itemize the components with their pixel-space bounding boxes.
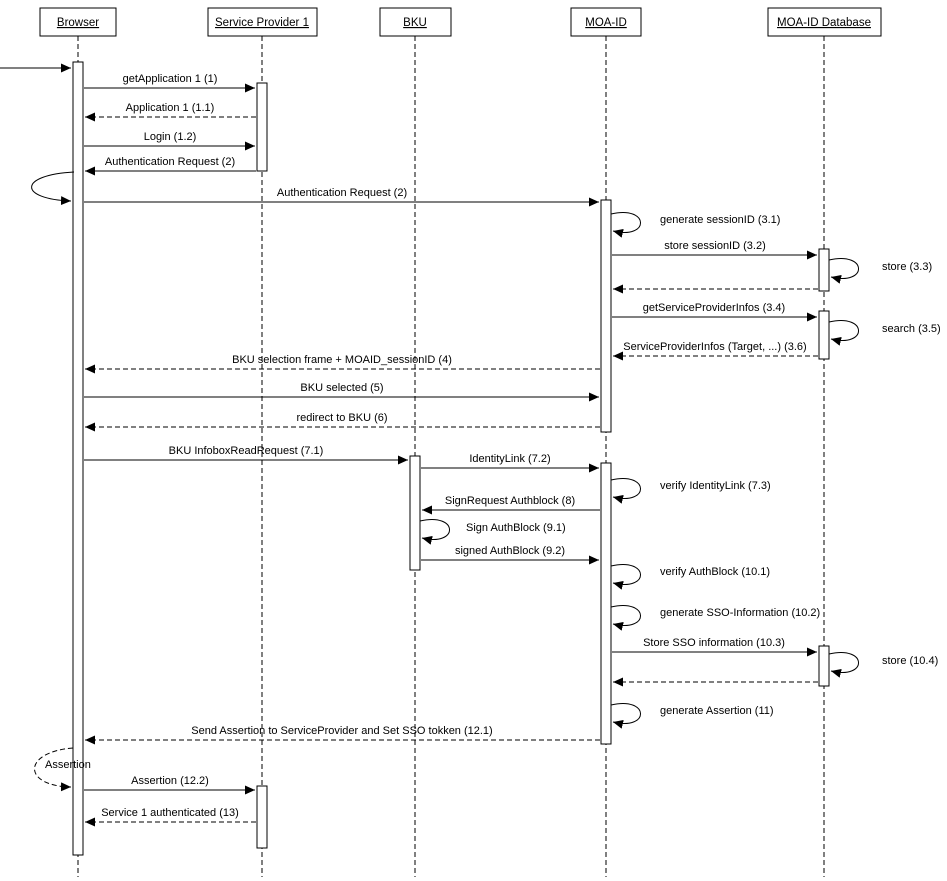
- message-label: Authentication Request (2): [105, 156, 235, 168]
- message-identitylink: IdentityLink (7.2): [421, 453, 599, 473]
- actor-box-moa-id: [570, 7, 642, 37]
- message-get-service-provider-infos: getServiceProviderInfos (3.4): [612, 302, 817, 322]
- activation-moa-id-second: [600, 462, 612, 745]
- actor-label-moa-id-database: MOA-ID Database: [777, 17, 871, 29]
- activation-browser: [72, 61, 84, 856]
- message-bku-infobox-read-request: BKU InfoboxReadRequest (7.1): [84, 445, 408, 465]
- message-label: verify AuthBlock (10.1): [660, 566, 770, 578]
- message-signrequest-authblock: SignRequest Authblock (8): [422, 495, 600, 515]
- actors: Browser Service Provider 1 BKU MOA-ID MO…: [39, 7, 882, 37]
- message-sign-authblock: Sign AuthBlock (9.1): [419, 519, 566, 545]
- message-get-application: getApplication 1 (1): [84, 73, 255, 93]
- activation-moa-id-first: [600, 199, 612, 433]
- message-label: SignRequest Authblock (8): [445, 495, 575, 507]
- message-label: store (3.3): [882, 261, 932, 273]
- message-label: store (10.4): [882, 655, 938, 667]
- message-label: Assertion (12.2): [131, 775, 209, 787]
- message-service-1-authenticated: Service 1 authenticated (13): [85, 807, 256, 827]
- activation-database-store-session: [818, 248, 830, 292]
- message-label: Login (1.2): [144, 131, 197, 143]
- message-label: generate Assertion (11): [660, 705, 774, 717]
- message-assertion-self: Assertion: [34, 747, 91, 792]
- message-label: BKU InfoboxReadRequest (7.1): [169, 445, 324, 457]
- actor-label-moa-id: MOA-ID: [585, 17, 627, 29]
- message-label: Sign AuthBlock (9.1): [466, 522, 566, 534]
- activation-service-provider-1-second: [256, 785, 268, 849]
- message-application-1: Application 1 (1.1): [85, 102, 256, 122]
- activation-database-store-sso: [818, 645, 830, 687]
- self-loop-sign-authblock: [419, 519, 450, 545]
- message-label: redirect to BKU (6): [296, 412, 387, 424]
- message-bku-selection-frame: BKU selection frame + MOAID_sessionID (4…: [85, 354, 600, 374]
- message-label: Store SSO information (10.3): [643, 637, 785, 649]
- activation-database-search: [818, 310, 830, 360]
- self-loop-generate-assertion: [610, 703, 641, 729]
- self-loop-store-10-4: [828, 652, 859, 678]
- message-service-provider-infos-return: ServiceProviderInfos (Target, ...) (3.6): [613, 341, 818, 361]
- actor-box-bku: [379, 7, 452, 37]
- message-generate-sso-information: generate SSO-Information (10.2): [610, 605, 820, 631]
- actor-label-service-provider-1: Service Provider 1: [215, 17, 309, 29]
- message-store-sessionid: store sessionID (3.2): [612, 240, 817, 260]
- actor-moa-id: MOA-ID: [570, 7, 642, 37]
- message-label: generate sessionID (3.1): [660, 214, 780, 226]
- browser-redirect-curve: [31, 171, 75, 206]
- message-label: getServiceProviderInfos (3.4): [643, 302, 785, 314]
- actor-browser: Browser: [39, 7, 117, 37]
- message-store-3-3: store (3.3): [828, 258, 932, 284]
- self-loop-verify-authblock: [610, 564, 641, 590]
- message-verify-authblock: verify AuthBlock (10.1): [610, 564, 770, 590]
- message-label: generate SSO-Information (10.2): [660, 607, 820, 619]
- message-label: ServiceProviderInfos (Target, ...) (3.6): [623, 341, 806, 353]
- message-label: Application 1 (1.1): [126, 102, 215, 114]
- self-loop-generate-sessionid: [610, 212, 641, 238]
- message-label: getApplication 1 (1): [123, 73, 218, 85]
- message-search: search (3.5): [828, 320, 941, 346]
- message-generate-sessionid: generate sessionID (3.1): [610, 212, 780, 238]
- message-label: Send Assertion to ServiceProvider and Se…: [191, 725, 492, 737]
- actor-service-provider-1: Service Provider 1: [207, 7, 318, 37]
- activations: [72, 61, 830, 856]
- message-verify-identitylink: verify IdentityLink (7.3): [610, 478, 771, 504]
- message-label: signed AuthBlock (9.2): [455, 545, 565, 557]
- actor-box-browser: [39, 7, 117, 37]
- actor-moa-id-database: MOA-ID Database: [767, 7, 882, 37]
- message-signed-authblock: signed AuthBlock (9.2): [421, 545, 599, 565]
- message-label: BKU selection frame + MOAID_sessionID (4…: [232, 354, 452, 366]
- message-label: store sessionID (3.2): [664, 240, 765, 252]
- self-loop-store-3-3: [828, 258, 859, 284]
- self-loop-verify-identitylink: [610, 478, 641, 504]
- self-loop-search: [828, 320, 859, 346]
- message-generate-assertion: generate Assertion (11): [610, 703, 774, 729]
- activation-service-provider-1-first: [256, 82, 268, 172]
- activation-bku: [409, 455, 421, 571]
- message-label: Service 1 authenticated (13): [101, 807, 239, 819]
- message-authentication-request-to-browser: Authentication Request (2): [85, 156, 256, 176]
- message-label: BKU selected (5): [300, 382, 383, 394]
- message-bku-selected: BKU selected (5): [84, 382, 599, 402]
- message-assertion-12-2: Assertion (12.2): [84, 775, 255, 795]
- message-label: IdentityLink (7.2): [469, 453, 550, 465]
- actor-label-bku: BKU: [403, 17, 427, 29]
- messages: getApplication 1 (1) Application 1 (1.1)…: [0, 63, 941, 827]
- message-label: verify IdentityLink (7.3): [660, 480, 771, 492]
- message-label: Authentication Request (2): [277, 187, 407, 199]
- actor-bku: BKU: [379, 7, 452, 37]
- message-send-assertion: Send Assertion to ServiceProvider and Se…: [85, 725, 600, 745]
- message-redirect-to-bku: redirect to BKU (6): [85, 412, 600, 432]
- message-login: Login (1.2): [84, 131, 255, 151]
- message-label: search (3.5): [882, 323, 941, 335]
- message-store-10-4: store (10.4): [828, 652, 938, 678]
- self-loop-generate-sso-information: [610, 605, 641, 631]
- actor-label-browser: Browser: [57, 17, 99, 29]
- message-store-sso-information: Store SSO information (10.3): [612, 637, 817, 657]
- actor-box-service-provider-1: [207, 7, 318, 37]
- message-label: Assertion: [45, 759, 91, 771]
- message-authentication-request-to-moaid: Authentication Request (2): [84, 187, 599, 207]
- actor-box-moa-id-database: [767, 7, 882, 37]
